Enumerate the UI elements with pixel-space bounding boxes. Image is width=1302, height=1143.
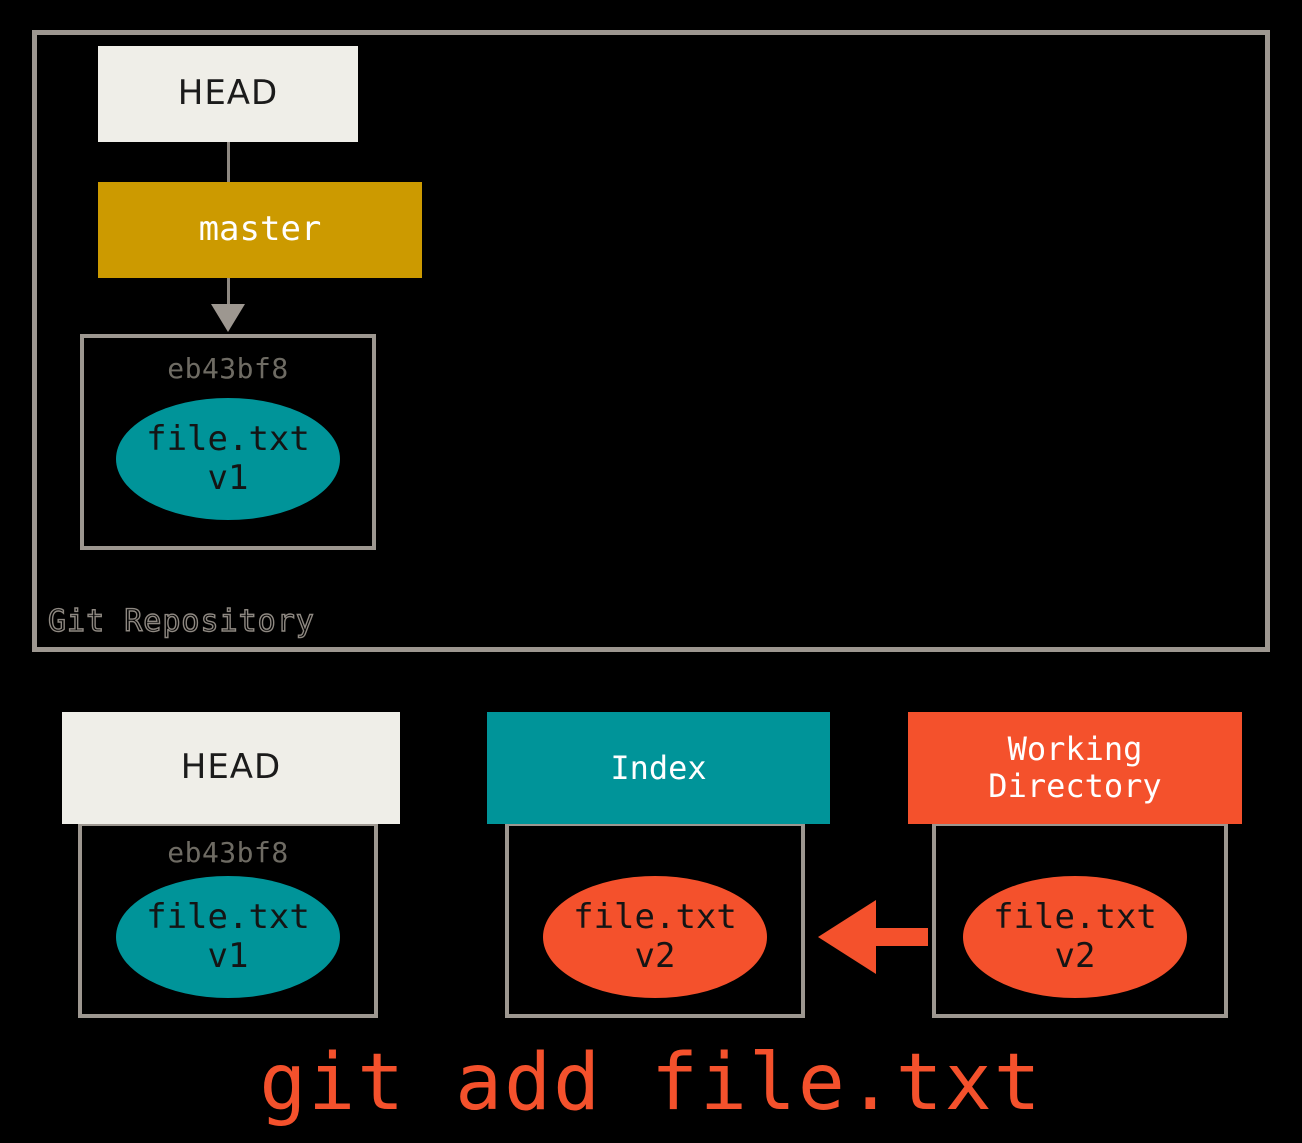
stage-working-directory-blob-version: v2: [1054, 936, 1096, 976]
arrow-left-icon: [818, 900, 928, 974]
git-repository-label: Git Repository: [47, 603, 315, 639]
repo-head-box[interactable]: HEAD: [98, 46, 358, 142]
repo-master-label: master: [198, 209, 322, 250]
stage-head-header-label: HEAD: [180, 747, 282, 788]
arrow-left-shaft: [872, 928, 928, 946]
stage-working-directory-header[interactable]: Working Directory: [908, 712, 1242, 824]
stage-index-blob[interactable]: file.txt v2: [543, 876, 767, 998]
repo-master-branch-box[interactable]: master: [98, 182, 422, 278]
stage-working-directory-header-line2: Directory: [988, 767, 1162, 805]
stage-index-header-label: Index: [610, 748, 707, 787]
stage-head-blob-version: v1: [207, 936, 249, 976]
repo-head-label: HEAD: [177, 73, 279, 114]
stage-head-header[interactable]: HEAD: [62, 712, 400, 824]
command-caption: git add file.txt: [259, 1038, 1043, 1128]
stage-index-blob-version: v2: [634, 936, 676, 976]
stage-working-directory-header-line1: Working: [1007, 730, 1143, 769]
stage-index-blob-filename: file.txt: [573, 896, 737, 937]
stage-index-header[interactable]: Index: [487, 712, 830, 824]
repo-commit-hash: eb43bf8: [167, 352, 289, 385]
connector-master-to-commit: [227, 278, 230, 310]
stage-working-directory-blob-filename: file.txt: [993, 896, 1157, 937]
repo-commit-blob[interactable]: file.txt v1: [116, 398, 340, 520]
repo-commit-blob-filename: file.txt: [146, 418, 310, 459]
arrow-down-icon: [211, 304, 245, 332]
stage-head-hash: eb43bf8: [167, 836, 289, 869]
repo-commit-blob-version: v1: [207, 458, 249, 498]
stage-head-blob-filename: file.txt: [146, 896, 310, 937]
stage-head-blob[interactable]: file.txt v1: [116, 876, 340, 998]
stage-working-directory-blob[interactable]: file.txt v2: [963, 876, 1187, 998]
arrow-left-head: [818, 900, 876, 974]
connector-head-to-master: [227, 142, 230, 184]
